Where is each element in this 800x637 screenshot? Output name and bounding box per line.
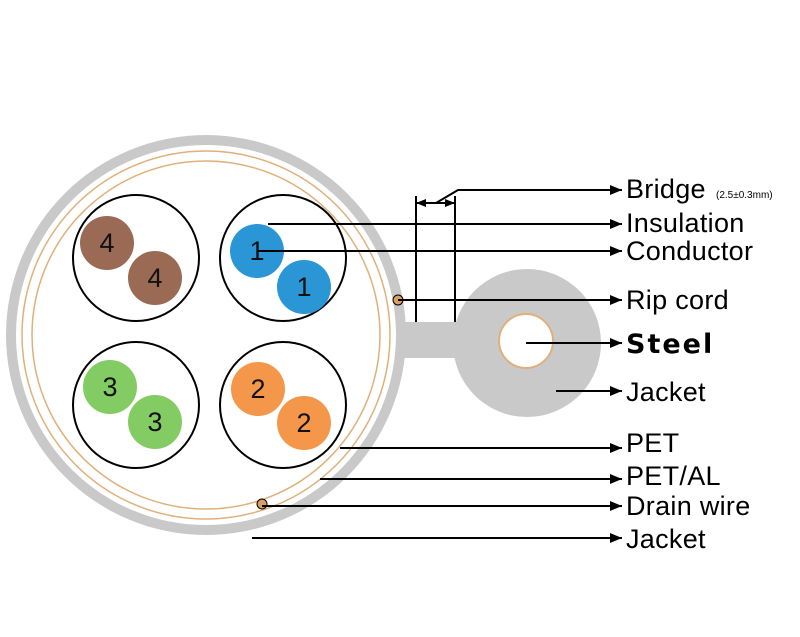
pair-4-number-a: 4 (99, 228, 114, 258)
pair-2-number-b: 2 (296, 408, 311, 438)
bridge-leader (435, 185, 622, 204)
pair-1-number-b: 1 (296, 272, 311, 302)
pair-3-number-b: 3 (147, 407, 162, 437)
leader-lines (252, 219, 622, 543)
pair-3: 3 3 (72, 341, 200, 469)
pair-4-number-b: 4 (147, 263, 162, 293)
pair-4-wire-b (128, 251, 182, 305)
drain-wire-dot (256, 498, 268, 510)
pair-2-wire-b (277, 396, 331, 450)
label-insulation: Insulation (626, 208, 745, 238)
label-jacket-outer: Jacket (626, 524, 706, 554)
label-jacket-messenger: Jacket (626, 377, 706, 407)
pair-3-number-a: 3 (102, 372, 117, 402)
twisted-pairs: 4 4 1 1 3 3 2 2 (72, 194, 347, 469)
pair-1-number-a: 1 (249, 236, 264, 266)
pair-1-wire-a (230, 224, 284, 278)
bridge-dim-arrow-right (445, 199, 455, 207)
label-bridge: Bridge (626, 174, 706, 204)
pair-2-number-a: 2 (250, 374, 265, 404)
label-pet: PET (626, 428, 679, 458)
label-pet-al: PET/AL (626, 461, 721, 491)
pair-3-wire-b (128, 395, 182, 449)
bridge-dim-arrow-left (416, 199, 426, 207)
pair-4: 4 4 (72, 194, 200, 322)
pair-1-wire-b (277, 260, 331, 314)
pet-al-ring-outer (21, 150, 391, 520)
pair-2-wire-a (231, 362, 285, 416)
labels: Bridge (2.5±0.3mm) Insulation Conductor … (626, 174, 773, 554)
pair-1: 1 1 (219, 194, 347, 322)
label-bridge-spec: (2.5±0.3mm) (716, 190, 773, 201)
label-steel: Steel (626, 329, 714, 360)
pair-2: 2 2 (219, 341, 347, 469)
pair-4-wire-a (80, 216, 134, 270)
steel-wire (498, 313, 554, 369)
cable-body (6, 135, 601, 535)
label-rip-cord: Rip cord (626, 285, 729, 315)
label-drain-wire: Drain wire (626, 491, 751, 521)
pair-3-wire-a (83, 360, 137, 414)
label-conductor: Conductor (626, 236, 753, 266)
cable-core (16, 145, 396, 525)
pet-al-ring-inner (31, 160, 381, 510)
